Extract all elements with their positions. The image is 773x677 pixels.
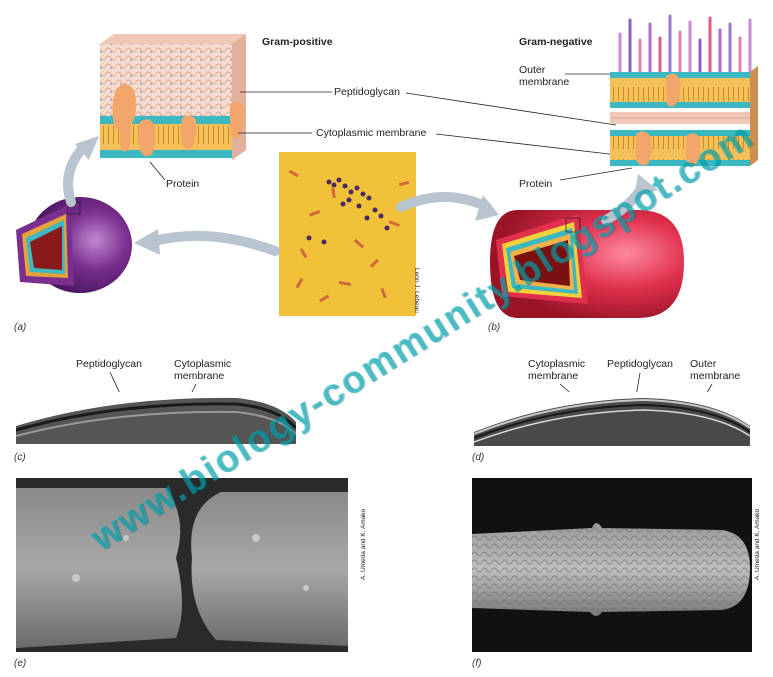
label-peptidoglycan: Peptidoglycan [334,86,400,98]
credit-sem-f: A. Umeda and K. Amako [754,508,761,580]
arrow-to-negative-wall [601,174,658,225]
gram-negative-cell [490,210,684,318]
panel-label-e: (e) [14,658,27,669]
sem-gram-negative [472,478,752,652]
d-label-outer-membrane: Outer membrane [690,358,741,382]
arrow-to-negative-cell [396,192,499,221]
panel-label-a: (a) [14,322,27,333]
tem-gram-negative [474,392,750,446]
panel-label-b: (b) [488,322,501,333]
gram-negative-title: Gram-negative [519,36,593,48]
credit-sem-e: A. Umeda and K. Amako [360,508,367,580]
c-label-peptidoglycan: Peptidoglycan [76,358,142,370]
d-label-cytoplasmic-membrane: Cytoplasmic membrane [528,358,586,382]
gram-negative-wall-diagram [610,14,758,166]
d-label-peptidoglycan: Peptidoglycan [607,358,673,370]
label-protein-left: Protein [166,178,200,190]
label-protein-right: Protein [519,178,553,190]
gram-positive-title: Gram-positive [262,36,333,48]
panel-label-f: (f) [472,658,482,669]
gram-positive-wall-diagram [100,34,246,160]
tem-gram-positive [16,392,296,444]
panel-label-d: (d) [472,452,485,463]
label-outer-membrane: Outer membrane [519,64,570,88]
gram-positive-cell [16,197,132,293]
credit-stain: Leon J. Lebeau [413,268,420,313]
arrow-to-positive-wall [63,136,99,207]
c-label-cytoplasmic-membrane: Cytoplasmic membrane [174,358,232,382]
sem-gram-positive [16,478,348,652]
arrow-to-positive-cell [134,229,280,256]
gram-stain-micrograph [279,152,416,316]
label-cytoplasmic-membrane: Cytoplasmic membrane [316,127,427,139]
panel-label-c: (c) [14,452,26,463]
